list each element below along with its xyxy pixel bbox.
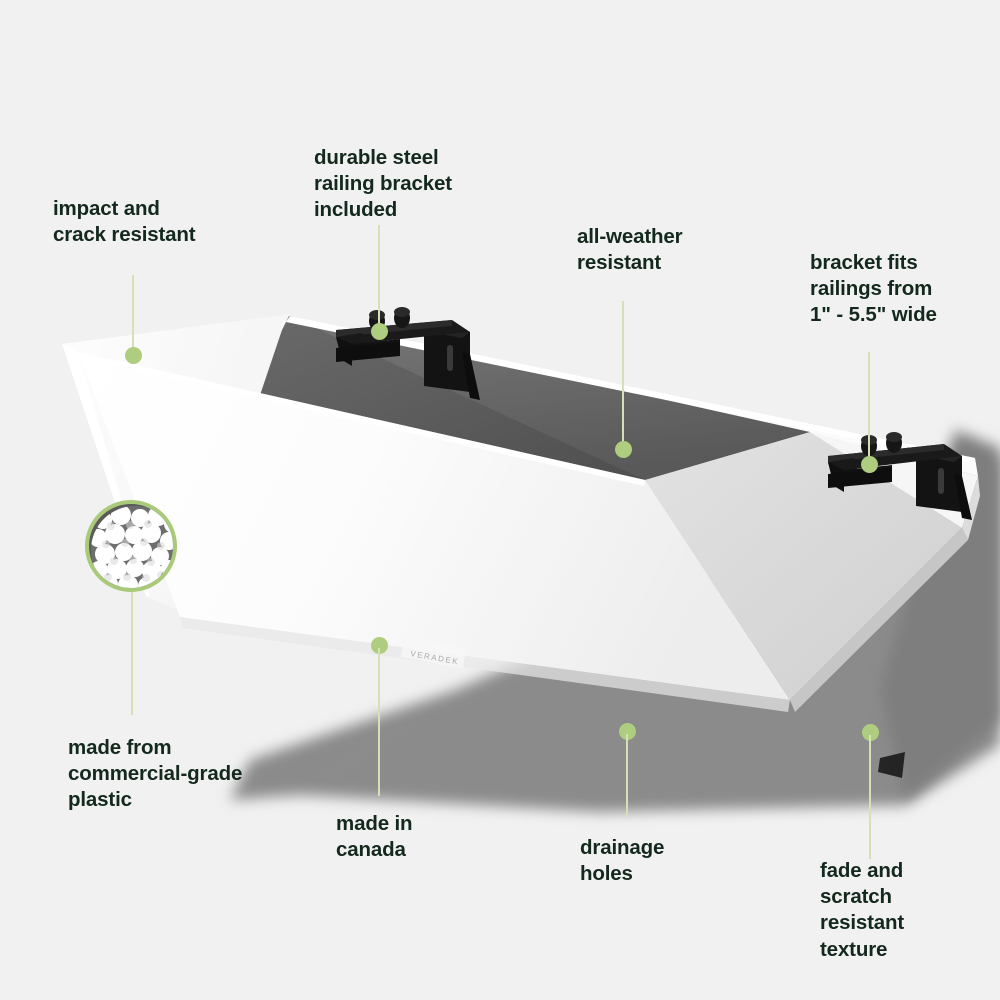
leader-line-plastic xyxy=(131,560,133,715)
leader-line-drainage-holes xyxy=(626,734,628,816)
planter-right-end xyxy=(645,432,962,700)
leader-dot-steel-bracket xyxy=(371,323,388,340)
planter-front-bevel xyxy=(180,617,790,712)
leader-dot-fade-scratch xyxy=(862,724,879,741)
planter-underside xyxy=(790,528,968,712)
callout-bracket-fits-railings: bracket fits railings from 1" - 5.5" wid… xyxy=(810,251,937,327)
callout-made-from-commercial-grade-plastic: made from commercial-grade plastic xyxy=(68,736,243,812)
leader-line-fade-scratch xyxy=(869,735,871,859)
leader-line-steel-bracket xyxy=(378,225,380,329)
callout-drainage-holes: drainage holes xyxy=(580,836,665,886)
leader-dot-made-in-canada xyxy=(371,637,388,654)
drainage-detail xyxy=(878,752,905,778)
leader-dot-bracket-fits xyxy=(861,456,878,473)
leader-line-all-weather xyxy=(622,301,624,449)
leader-dot-drainage-holes xyxy=(619,723,636,740)
callout-durable-steel-railing-bracket: durable steel railing bracket included xyxy=(314,146,452,222)
callout-fade-and-scratch-resistant-texture: fade and scratch resistant texture xyxy=(820,859,905,961)
leader-dot-impact-crack xyxy=(125,347,142,364)
leader-line-made-in-canada xyxy=(378,648,380,796)
leader-dot-all-weather xyxy=(615,441,632,458)
plastic-pellets-inset xyxy=(85,500,177,592)
planter-front-face xyxy=(78,352,790,700)
leader-line-impact-crack xyxy=(132,275,134,355)
callout-all-weather-resistant: all-weather resistant xyxy=(577,225,683,275)
callout-made-in-canada: made in canada xyxy=(336,812,413,862)
leader-line-bracket-fits xyxy=(868,352,870,464)
callout-impact-and-crack-resistant: impact and crack resistant xyxy=(53,197,196,247)
